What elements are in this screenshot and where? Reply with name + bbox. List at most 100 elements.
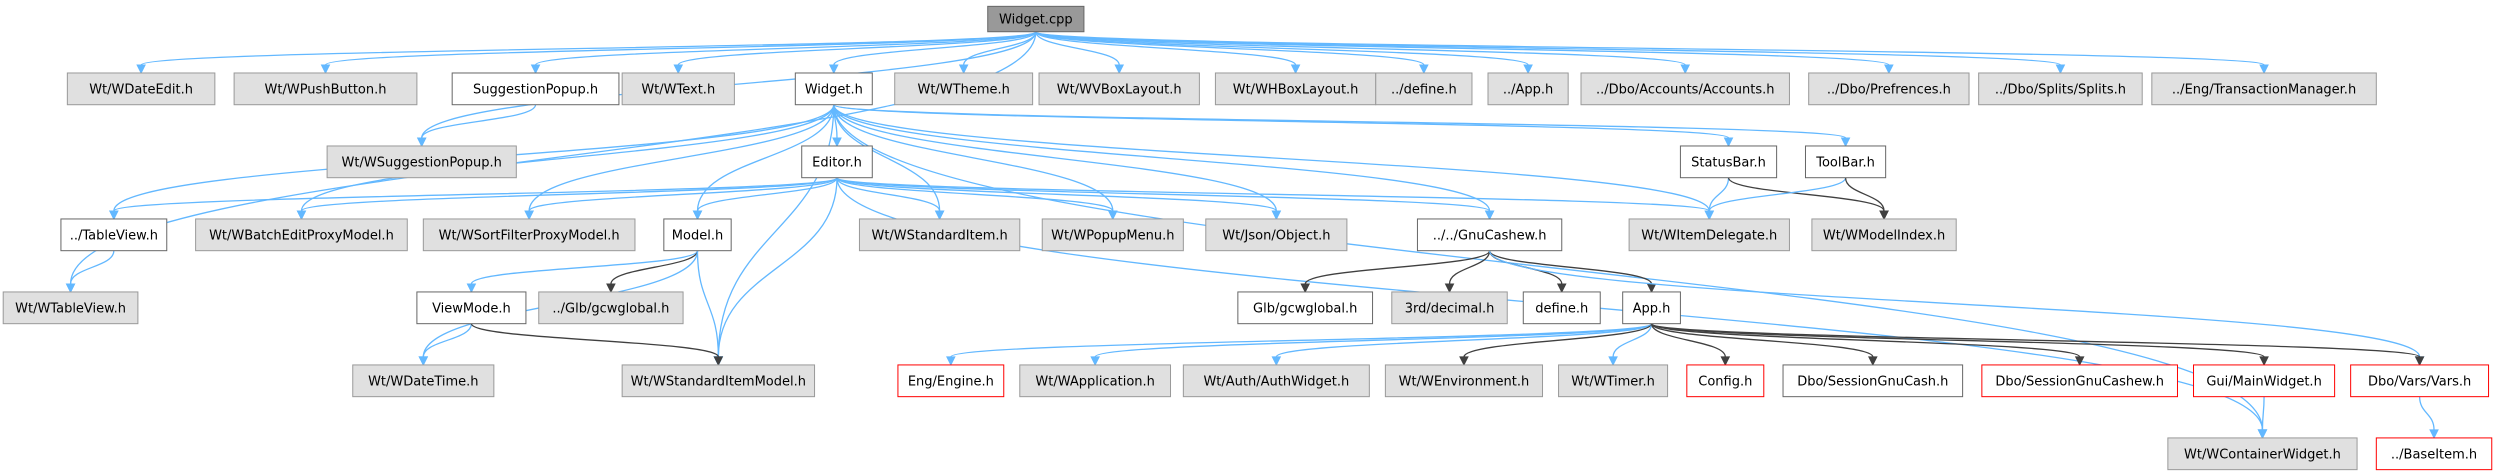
- node-wmodelindex[interactable]: Wt/WModelIndex.h: [1811, 218, 1957, 252]
- node-label: Wt/WVBoxLayout.h: [1057, 82, 1182, 97]
- node-label: 3rd/decimal.h: [1405, 301, 1495, 316]
- edge-app_h-to-wenvironment: [1459, 323, 1653, 367]
- edge-arrowhead: [1419, 64, 1429, 75]
- edge-line: [833, 104, 1710, 212]
- node-label: Wt/WModelIndex.h: [1823, 228, 1945, 243]
- edge-widget_cpp-to-wtext: [673, 31, 1037, 75]
- node-decimal[interactable]: 3rd/decimal.h: [1391, 291, 1508, 325]
- node-label: Config.h: [1698, 374, 1752, 389]
- edge-arrowhead: [1523, 64, 1533, 75]
- node-define-h[interactable]: define.h: [1522, 291, 1601, 325]
- node-gui-mainwidget[interactable]: Gui/MainWidget.h: [2193, 364, 2336, 398]
- node-model-h[interactable]: Model.h: [663, 218, 732, 252]
- node-editor-h[interactable]: Editor.h: [801, 145, 873, 179]
- node-toolbar-h[interactable]: ToolBar.h: [1804, 145, 1887, 179]
- edge-arrowhead: [1704, 210, 1715, 221]
- node-wbatcheditproxy[interactable]: Wt/WBatchEditProxyModel.h: [195, 218, 408, 252]
- edge-arrowhead: [828, 64, 839, 75]
- edge-line: [696, 177, 838, 212]
- node-box: [352, 364, 495, 398]
- node-widget-h[interactable]: Widget.h: [794, 72, 873, 106]
- node-wtheme[interactable]: Wt/WTheme.h: [894, 72, 1034, 106]
- edge-line: [1612, 323, 1653, 358]
- node-box: [1782, 364, 1964, 398]
- node-define-up[interactable]: ../define.h: [1375, 72, 1473, 106]
- node-tableview-up[interactable]: ../TableView.h: [60, 218, 168, 252]
- node-wpushbutton[interactable]: Wt/WPushButton.h: [233, 72, 418, 106]
- node-dbo-vars[interactable]: Dbo/Vars/Vars.h: [2350, 364, 2490, 398]
- node-box: [894, 72, 1034, 106]
- edge-line: [833, 104, 1491, 212]
- edge-line: [300, 177, 838, 212]
- edge-line: [422, 323, 473, 358]
- node-label: ../define.h: [1391, 82, 1457, 97]
- edge-line: [1650, 323, 2081, 358]
- edge-arrowhead: [2259, 356, 2269, 367]
- node-wenvironment[interactable]: Wt/WEnvironment.h: [1384, 364, 1544, 398]
- node-wtimer[interactable]: Wt/WTimer.h: [1558, 364, 1669, 398]
- node-wsortfilterproxy[interactable]: Wt/WSortFilterProxyModel.h: [422, 218, 636, 252]
- node-eng-engine[interactable]: Eng/Engine.h: [897, 364, 1005, 398]
- node-wcontainerwidget[interactable]: Wt/WContainerWidget.h: [2167, 437, 2358, 471]
- edge-editor_h-to-wsortfilterproxy: [524, 177, 838, 221]
- edge-arrowhead: [416, 137, 427, 148]
- node-box: [1804, 145, 1887, 179]
- node-dbo-accounts[interactable]: ../Dbo/Accounts/Accounts.h: [1580, 72, 1790, 106]
- node-box: [1808, 72, 1970, 106]
- node-wtext[interactable]: Wt/WText.h: [621, 72, 735, 106]
- node-witemdelegate[interactable]: Wt/WItemDelegate.h: [1628, 218, 1790, 252]
- edge-line: [1035, 31, 1120, 66]
- node-label: Wt/Json/Object.h: [1222, 228, 1330, 243]
- edge-editor_h-to-tableview_up: [109, 177, 838, 221]
- node-app-h[interactable]: App.h: [1622, 291, 1681, 325]
- node-eng-txmgr[interactable]: ../Eng/TransactionManager.h: [2151, 72, 2377, 106]
- node-wstandarditem[interactable]: Wt/WStandardItem.h: [858, 218, 1021, 252]
- edge-app_h-to-eng_engine: [946, 323, 1653, 367]
- node-box: [1981, 364, 2178, 398]
- edge-line: [1463, 323, 1653, 358]
- edge-line: [534, 31, 1037, 66]
- node-app-up[interactable]: ../App.h: [1487, 72, 1569, 106]
- edge-gnucashew_h-to-glb_gcwglobal: [1300, 250, 1491, 294]
- node-wdatetime[interactable]: Wt/WDateTime.h: [352, 364, 495, 398]
- node-config-h[interactable]: Config.h: [1686, 364, 1765, 398]
- node-box: [195, 218, 408, 252]
- node-label: Wt/WContainerWidget.h: [2184, 447, 2341, 462]
- node-dbo-sessiongnucash[interactable]: Dbo/SessionGnuCash.h: [1782, 364, 1964, 398]
- node-wjsonobject[interactable]: Wt/Json/Object.h: [1205, 218, 1348, 252]
- node-authwidget[interactable]: Wt/Auth/AuthWidget.h: [1182, 364, 1370, 398]
- node-box: [621, 364, 816, 398]
- node-baseitem-up[interactable]: ../BaseItem.h: [2375, 437, 2493, 471]
- node-gnucashew-h[interactable]: ../../GnuCashew.h: [1416, 218, 1563, 252]
- edge-arrowhead: [1107, 210, 1118, 221]
- node-box: [897, 364, 1005, 398]
- node-box: [1622, 291, 1681, 325]
- node-wstandarditemmodel[interactable]: Wt/WStandardItemModel.h: [621, 364, 816, 398]
- edge-widget_cpp-to-define_up: [1035, 31, 1429, 75]
- node-wpopupmenu[interactable]: Wt/WPopupMenu.h: [1041, 218, 1184, 252]
- node-wvboxlayout[interactable]: Wt/WVBoxLayout.h: [1038, 72, 1200, 106]
- node-wtableview[interactable]: Wt/WTableView.h: [2, 291, 139, 325]
- edge-gui_mainwidget-to-wcontainerwidget: [2257, 396, 2268, 440]
- edge-line: [1035, 31, 1297, 66]
- node-box: [1522, 291, 1601, 325]
- node-dbo-sessiongnucashew[interactable]: Dbo/SessionGnuCashew.h: [1981, 364, 2178, 398]
- edge-app_h-to-config_h: [1650, 323, 1731, 367]
- edge-line: [677, 31, 1037, 66]
- node-box: [60, 218, 168, 252]
- node-suggestionpopup[interactable]: SuggestionPopup.h: [451, 72, 620, 106]
- node-dbo-prefrences[interactable]: ../Dbo/Prefrences.h: [1808, 72, 1970, 106]
- node-statusbar-h[interactable]: StatusBar.h: [1679, 145, 1778, 179]
- node-wsuggestionpopup[interactable]: Wt/WSuggestionPopup.h: [326, 145, 517, 179]
- node-dbo-splits[interactable]: ../Dbo/Splits/Splits.h: [1978, 72, 2143, 106]
- node-wapplication[interactable]: Wt/WApplication.h: [1019, 364, 1172, 398]
- node-whboxlayout[interactable]: Wt/WHBoxLayout.h: [1214, 72, 1377, 106]
- edge-arrowhead: [2074, 356, 2085, 367]
- node-widget-cpp[interactable]: Widget.cpp: [987, 5, 1085, 33]
- node-viewmode-h[interactable]: ViewMode.h: [416, 291, 527, 325]
- node-glb-gcwglobal[interactable]: Glb/gcwglobal.h: [1237, 291, 1374, 325]
- node-box: [1679, 145, 1778, 179]
- node-label: Gui/MainWidget.h: [2206, 374, 2322, 389]
- node-glb-gcwglobal-up[interactable]: ../Glb/gcwglobal.h: [538, 291, 684, 325]
- node-wdateedit[interactable]: Wt/WDateEdit.h: [66, 72, 216, 106]
